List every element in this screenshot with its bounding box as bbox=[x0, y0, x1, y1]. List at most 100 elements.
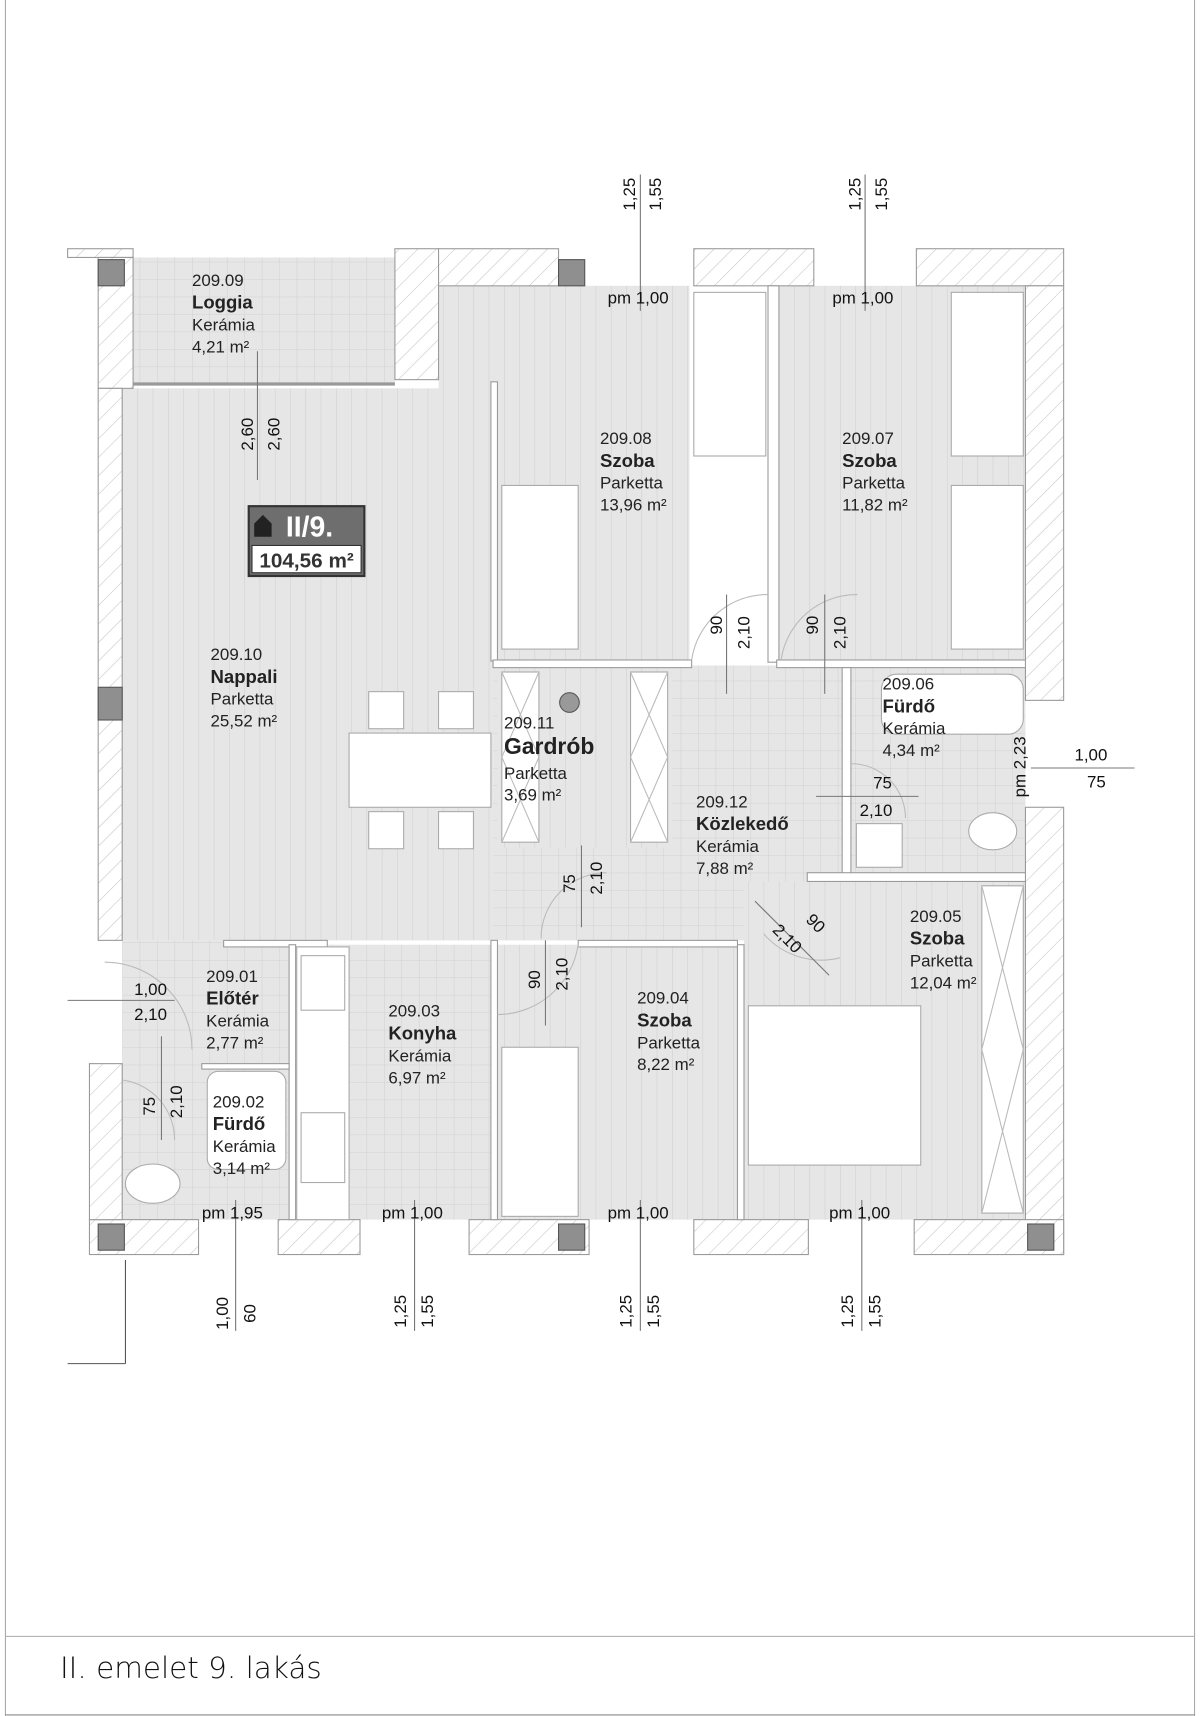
room-id: 209.09 bbox=[192, 271, 244, 290]
room-area: 6,97 m² bbox=[388, 1068, 446, 1087]
dimension-label: 2,10 bbox=[734, 616, 753, 649]
room-floor: Kerámia bbox=[192, 316, 256, 335]
dimension-label: pm 1,95 bbox=[202, 1204, 263, 1223]
dimension-label: 2,10 bbox=[830, 616, 849, 649]
double-bed bbox=[747, 1005, 922, 1166]
page-title: II. emelet 9. lakás bbox=[60, 1651, 322, 1685]
walls bbox=[67, 248, 1065, 1256]
floor-loggia bbox=[133, 257, 395, 384]
room-floor: Parketta bbox=[504, 764, 568, 783]
room-name: Szoba bbox=[842, 450, 897, 471]
toilet bbox=[968, 812, 1018, 851]
room-name: Loggia bbox=[192, 292, 253, 313]
room-name: Fürdő bbox=[213, 1113, 266, 1134]
room-name: Konyha bbox=[388, 1023, 457, 1044]
dimension-label: 1,25 bbox=[620, 178, 639, 211]
dimension-label: 90 bbox=[803, 616, 822, 635]
room-floor: Parketta bbox=[910, 952, 974, 971]
dimension-label: pm 1,00 bbox=[608, 288, 669, 307]
dimension-label: 2,10 bbox=[167, 1085, 186, 1118]
room-area: 12,04 m² bbox=[910, 973, 977, 992]
dimension-label: 75 bbox=[873, 774, 892, 793]
dimension-label: 1,25 bbox=[617, 1295, 636, 1328]
bathtub-small bbox=[206, 1070, 287, 1170]
dimension-label: 60 bbox=[240, 1304, 259, 1323]
dimension-label: 2,60 bbox=[238, 418, 257, 451]
dimension-label: 1,25 bbox=[846, 178, 865, 211]
room-floor: Kerámia bbox=[213, 1137, 277, 1156]
dimension-label: 1,25 bbox=[391, 1295, 410, 1328]
dimension-label: 1,00 bbox=[213, 1297, 232, 1330]
dimension-label: 75 bbox=[140, 1097, 159, 1116]
room-name: Szoba bbox=[637, 1010, 692, 1031]
room-floor: Kerámia bbox=[206, 1012, 270, 1031]
room-name: Szoba bbox=[910, 928, 965, 949]
stove bbox=[300, 955, 346, 1011]
chair bbox=[368, 811, 405, 850]
room-area: 2,77 m² bbox=[206, 1033, 264, 1052]
bathtub bbox=[880, 673, 1024, 735]
dimension-label: pm 1,00 bbox=[829, 1204, 890, 1223]
bed-szoba-08-bottom bbox=[501, 484, 579, 650]
room-id: 209.06 bbox=[883, 674, 935, 693]
dimension-label: 2,60 bbox=[264, 418, 283, 451]
room-area: 7,88 m² bbox=[696, 859, 754, 878]
dimension-label: 90 bbox=[707, 616, 726, 635]
chair bbox=[437, 811, 474, 850]
room-area: 25,52 m² bbox=[211, 712, 278, 731]
room-name: Nappali bbox=[211, 666, 278, 687]
chair bbox=[437, 691, 474, 730]
dimension-label: 2,10 bbox=[134, 1005, 167, 1024]
apartment-badge: II/9. 104,56 m² bbox=[247, 505, 366, 578]
chair bbox=[368, 691, 405, 730]
room-floor: Parketta bbox=[600, 474, 664, 493]
bed-szoba-07-top bbox=[950, 291, 1024, 457]
room-id: 209.03 bbox=[388, 1002, 440, 1021]
dimension-lines bbox=[67, 174, 1135, 1365]
room-area: 11,82 m² bbox=[842, 496, 908, 515]
room-area: 3,69 m² bbox=[504, 786, 562, 805]
dimension-label: 1,55 bbox=[865, 1295, 884, 1328]
furniture bbox=[124, 291, 1024, 1221]
dimension-label: 75 bbox=[1087, 773, 1106, 792]
room-floor: Kerámia bbox=[696, 837, 760, 856]
floor-nappali bbox=[122, 388, 494, 941]
dimension-label: pm 1,00 bbox=[608, 1204, 669, 1223]
room-area: 4,21 m² bbox=[192, 337, 250, 356]
dimension-label: 1,55 bbox=[418, 1295, 437, 1328]
room-floor: Parketta bbox=[637, 1033, 701, 1052]
dimension-label: 75 bbox=[560, 874, 579, 893]
room-area: 13,96 m² bbox=[600, 496, 667, 515]
room-floor: Kerámia bbox=[388, 1046, 452, 1065]
room-id: 209.11 bbox=[504, 714, 554, 733]
bed-szoba-07-bottom bbox=[950, 484, 1024, 650]
room-floor: Parketta bbox=[211, 690, 275, 709]
apartment-area: 104,56 m² bbox=[259, 549, 354, 572]
page-frame bbox=[4, 0, 1196, 1716]
room-name: Előtér bbox=[206, 988, 259, 1009]
room-area: 4,34 m² bbox=[883, 741, 941, 760]
wardrobe-left bbox=[501, 671, 540, 843]
dimension-label: 1,55 bbox=[872, 178, 891, 211]
room-name: Gardrób bbox=[504, 733, 594, 759]
dimension-label: 90 bbox=[525, 970, 544, 989]
washing-machine bbox=[855, 823, 903, 868]
room-id: 209.12 bbox=[696, 792, 748, 811]
room-name: Fürdő bbox=[883, 695, 936, 716]
room-area: 3,14 m² bbox=[213, 1159, 271, 1178]
room-id: 209.07 bbox=[842, 429, 894, 448]
dimension-label: 1,25 bbox=[838, 1295, 857, 1328]
dimension-label: 1,00 bbox=[1074, 745, 1107, 764]
dimension-label: 2,10 bbox=[552, 958, 571, 991]
room-area: 8,22 m² bbox=[637, 1055, 695, 1074]
